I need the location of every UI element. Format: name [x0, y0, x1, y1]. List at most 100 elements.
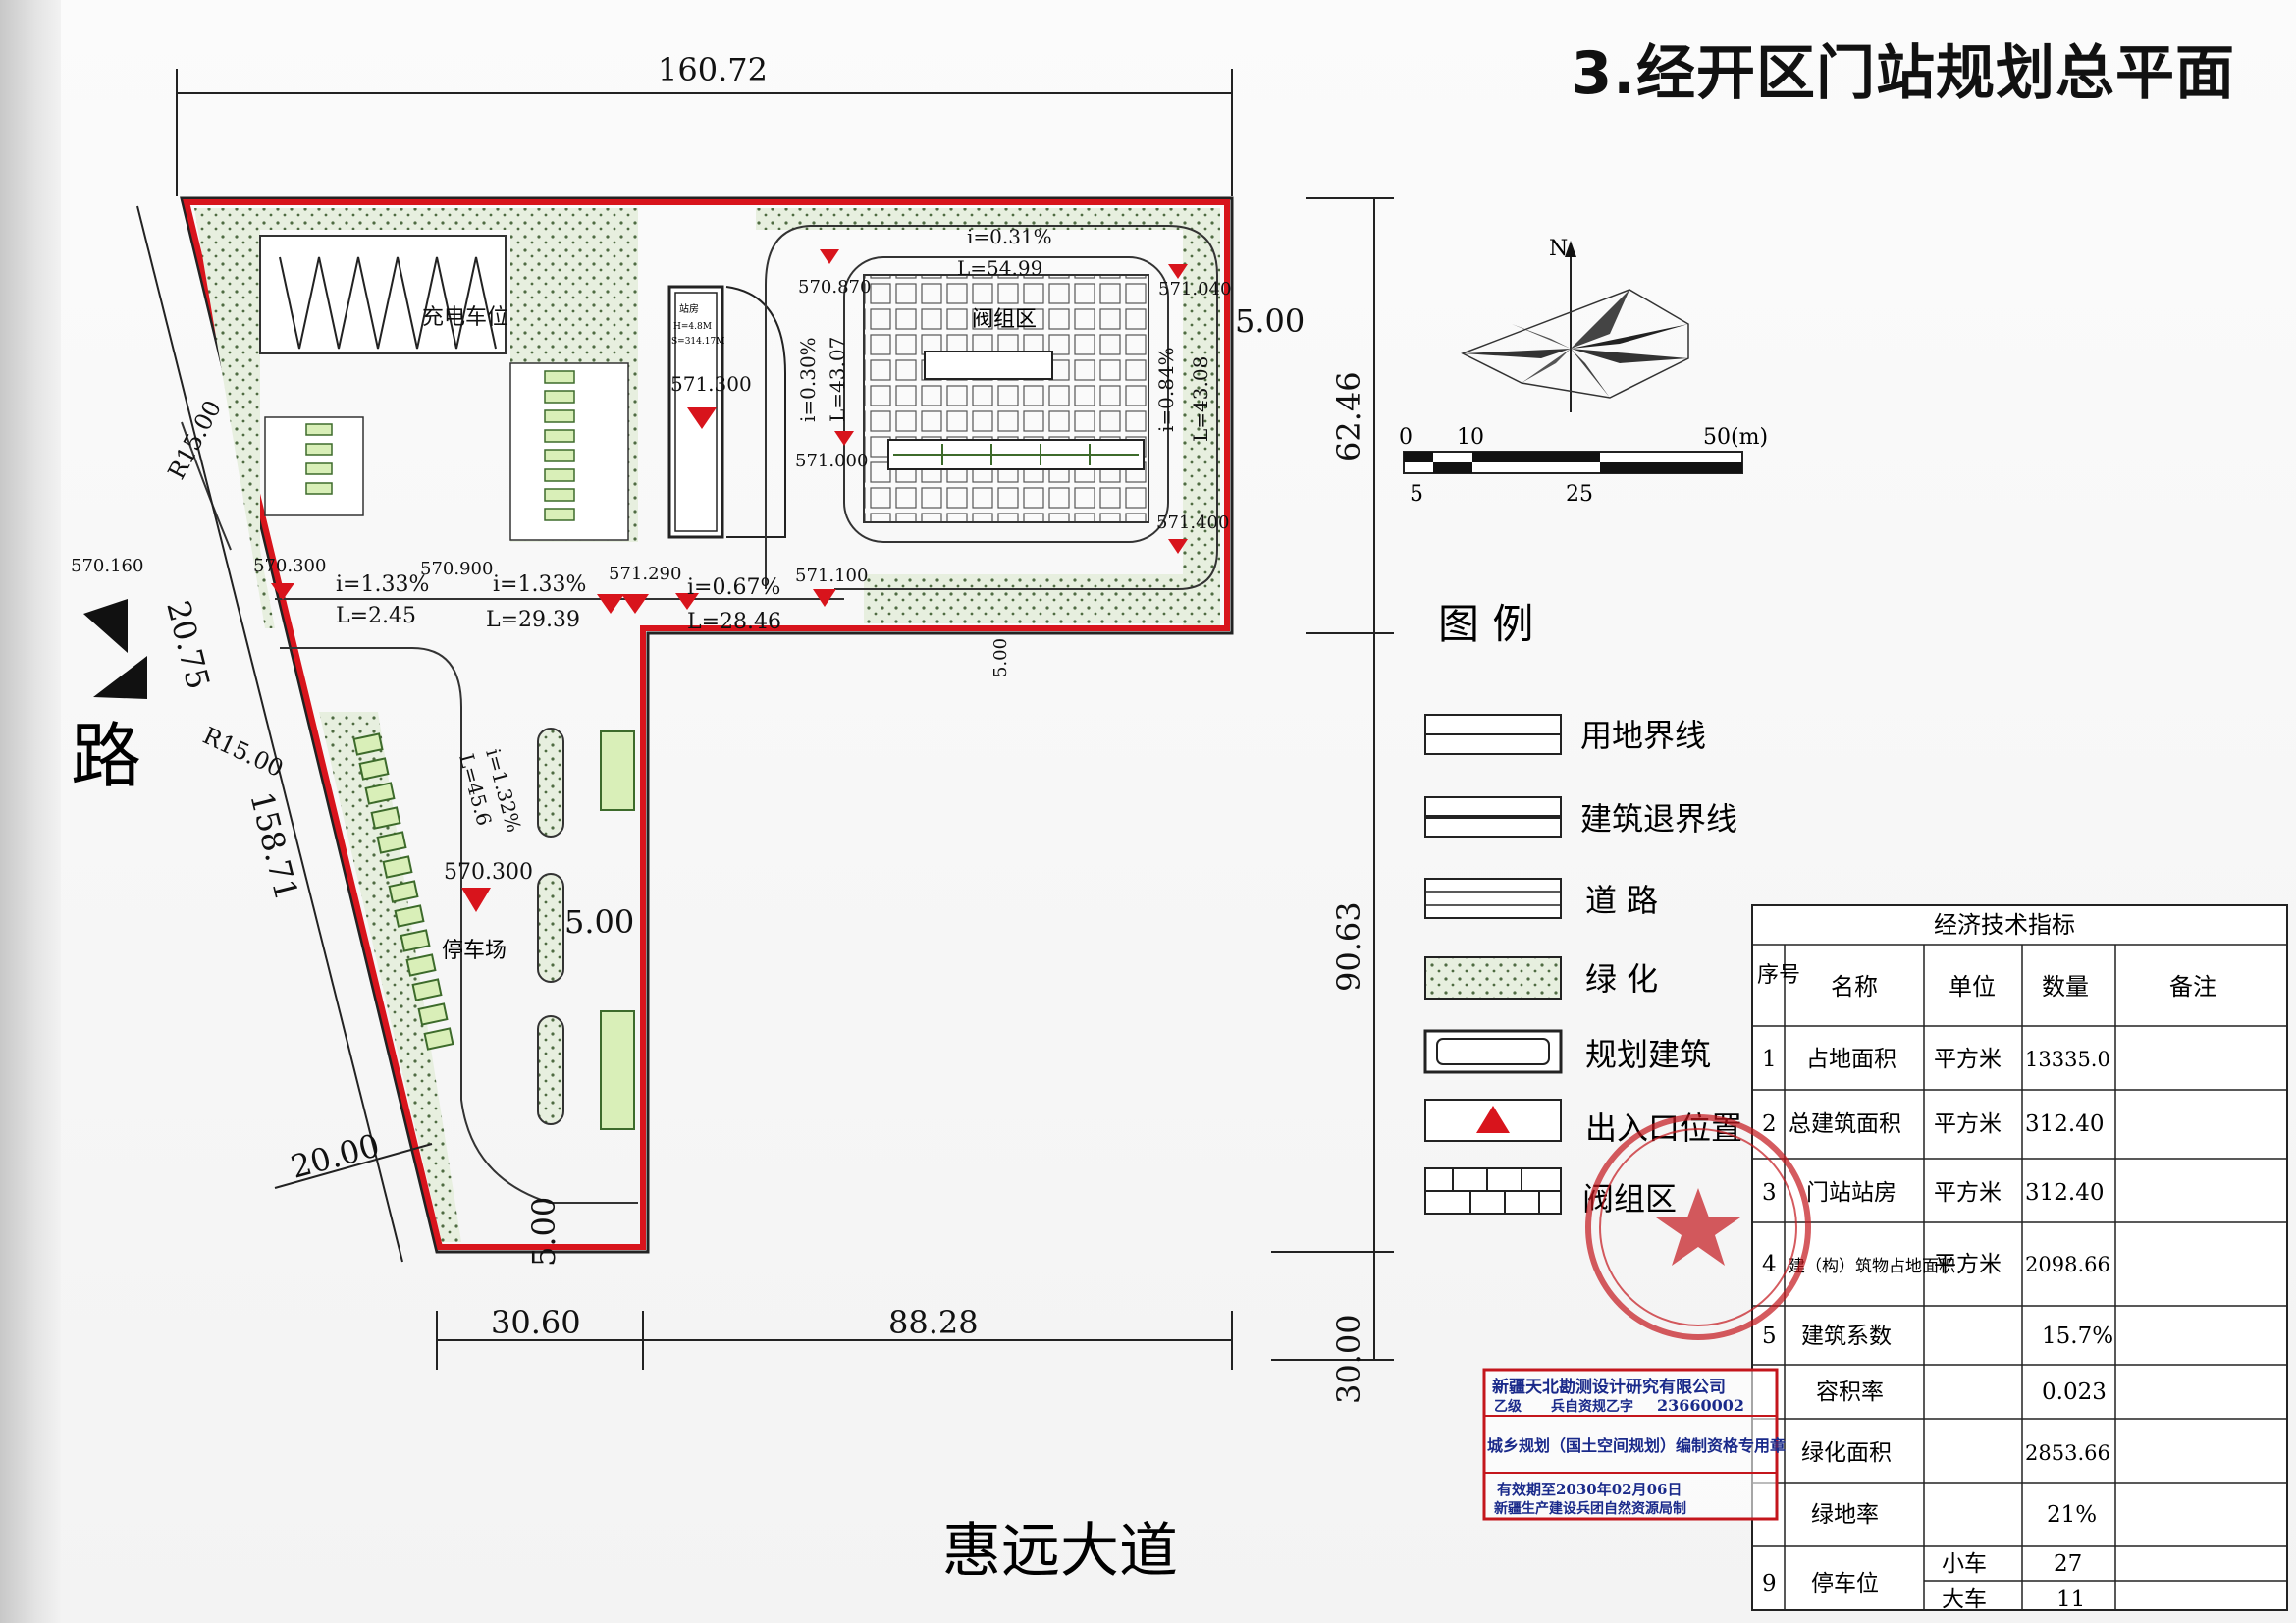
slope-1-grade: i=0.31%	[967, 225, 1052, 248]
stamp-cert-no: 23660002	[1657, 1396, 1744, 1415]
row-9-no: 9	[1762, 1571, 1777, 1596]
row-9-small-qty: 27	[2054, 1551, 2082, 1577]
page-binding-shadow	[0, 0, 61, 1623]
dim-west-gap: 20.75	[159, 597, 217, 693]
dim-south-west: 20.00	[287, 1126, 383, 1185]
company-seal	[1585, 1114, 1811, 1340]
dim-setback-mid: 5.00	[990, 638, 1011, 677]
valve-area: 阀组区	[843, 256, 1169, 543]
dim-right-lower: 30.00	[1330, 1314, 1367, 1404]
dim-setback-inner: 5.00	[564, 903, 634, 941]
row-6-qty: 0.023	[2042, 1380, 2107, 1405]
row-4-qty: 2098.66	[2025, 1253, 2110, 1276]
row-1-name: 占地面积	[1806, 1047, 1896, 1072]
stamp-valid: 有效期至2030年02月06日	[1497, 1481, 1682, 1498]
row-2-no: 2	[1762, 1111, 1777, 1137]
road-entrance-arrows	[83, 599, 147, 699]
th-note: 备注	[2169, 973, 2216, 1001]
elev-11: 570.300	[444, 860, 533, 885]
row-5-no: 5	[1762, 1324, 1777, 1349]
slope-2-grade: i=0.30%	[796, 337, 820, 422]
elev-9: 571.290	[609, 564, 681, 584]
stamp-cert-label: 兵自资规乙字	[1551, 1398, 1633, 1415]
legend-item-road: 道 路	[1585, 882, 1658, 919]
legend-item-green: 绿 化	[1585, 960, 1658, 998]
slope-5-grade: i=1.33%	[493, 572, 586, 597]
scale-label-0: 0	[1399, 425, 1413, 450]
dim-bottom-left: 30.60	[491, 1304, 581, 1341]
row-7-name: 绿化面积	[1801, 1440, 1892, 1466]
row-7-qty: 2853.66	[2025, 1441, 2110, 1465]
legend-title: 图 例	[1438, 600, 1533, 648]
legend: 图 例 用地界线 建筑退界线 道 路 绿 化 规划建筑 出入口位置	[1423, 600, 1742, 1217]
compass-rose: N	[1461, 237, 1689, 412]
row-8-qty: 21%	[2047, 1502, 2097, 1528]
elev-2: 571.040	[1158, 279, 1231, 299]
station-building: 站房 H=4.8M S=314.17M	[667, 285, 786, 539]
west-road-label: 路	[71, 715, 141, 797]
row-1-qty: 13335.0	[2025, 1048, 2110, 1071]
row-2-name: 总建筑面积	[1789, 1111, 1901, 1137]
row-6-name: 容积率	[1816, 1380, 1884, 1405]
charging-area: 充电车位	[259, 235, 629, 541]
row-9-large-qty: 11	[2056, 1587, 2085, 1612]
row-3-unit: 平方米	[1934, 1180, 2002, 1206]
charging-label: 充电车位	[422, 305, 508, 330]
indicator-table: 经济技术指标 序号 名称 单位 数量 备注 1 占地面积 平方米 13335.0…	[1751, 904, 2288, 1612]
page-title: 3.经开区门站规划总平面	[1571, 39, 2235, 108]
gate-markers	[271, 249, 1188, 912]
slope-1-length: L=54.99	[957, 256, 1042, 280]
row-4-no: 4	[1762, 1252, 1777, 1277]
row-2-qty: 312.40	[2025, 1111, 2104, 1137]
elevation-labels: 570.870 571.040 571.300 571.000 571.400 …	[71, 277, 1231, 885]
row-3-name: 门站站房	[1806, 1180, 1896, 1206]
row-9-small-label: 小车	[1942, 1551, 1987, 1577]
slope-6-length: L=28.46	[687, 610, 781, 634]
south-road-label: 惠远大道	[942, 1517, 1178, 1586]
stamp-grade: 乙级	[1494, 1398, 1522, 1415]
scale-label-50: 50(m)	[1703, 425, 1768, 450]
dim-radius-north: R15.00	[163, 396, 227, 484]
dim-radius-south: R15.00	[198, 722, 287, 783]
row-1-no: 1	[1762, 1047, 1777, 1072]
stamp-seal-use: 城乡规划（国土空间规划）编制资格专用章	[1487, 1436, 1786, 1455]
scale-label-25: 25	[1566, 482, 1593, 507]
row-4-unit: 平方米	[1934, 1252, 2002, 1277]
elev-1: 570.870	[798, 277, 871, 298]
legend-item-building: 规划建筑	[1585, 1036, 1711, 1073]
scale-label-5: 5	[1410, 482, 1423, 507]
scale-bar: 0 10 50(m) 5 25	[1399, 425, 1768, 507]
stamp-issuer: 新疆生产建设兵团自然资源局制	[1494, 1500, 1686, 1517]
scale-label-10: 10	[1457, 425, 1484, 450]
internal-roads	[181, 225, 1218, 1204]
slope-6-grade: i=0.67%	[687, 575, 780, 600]
elev-8: 570.900	[420, 559, 493, 579]
row-9-name: 停车位	[1811, 1571, 1879, 1596]
legend-item-entry: 出入口位置	[1585, 1109, 1742, 1147]
row-5-name: 建筑系数	[1801, 1324, 1892, 1349]
parking-islands	[537, 728, 564, 1125]
valve-label: 阀组区	[972, 307, 1037, 332]
slope-4-length: L=2.45	[336, 604, 416, 628]
row-2-unit: 平方米	[1934, 1111, 2002, 1137]
slope-3-length: L=43.08	[1189, 356, 1212, 442]
building-note-height: H=4.8M	[673, 322, 712, 332]
dim-right-middle: 90.63	[1330, 901, 1367, 992]
row-1-unit: 平方米	[1934, 1047, 2002, 1072]
th-name: 名称	[1831, 973, 1878, 1001]
dim-top-width: 160.72	[658, 51, 768, 88]
qualification-stamp: 新疆天北勘测设计研究有限公司 乙级 兵自资规乙字 23660002 城乡规划（国…	[1482, 1368, 1786, 1521]
dimension-lines	[136, 69, 1394, 1370]
building-note-name: 站房	[679, 302, 699, 315]
row-9-large-label: 大车	[1942, 1587, 1987, 1612]
row-3-no: 3	[1762, 1180, 1777, 1206]
dim-bottom-right: 88.28	[888, 1304, 979, 1341]
dim-setback-east: 5.00	[1235, 302, 1305, 340]
parking-label: 停车场	[442, 939, 507, 963]
elev-3: 571.300	[670, 372, 752, 396]
site-boundary	[180, 196, 1234, 1254]
th-unit: 单位	[1949, 973, 1996, 1001]
table-title: 经济技术指标	[1934, 911, 2075, 939]
stamp-company: 新疆天北勘测设计研究有限公司	[1492, 1377, 1726, 1397]
